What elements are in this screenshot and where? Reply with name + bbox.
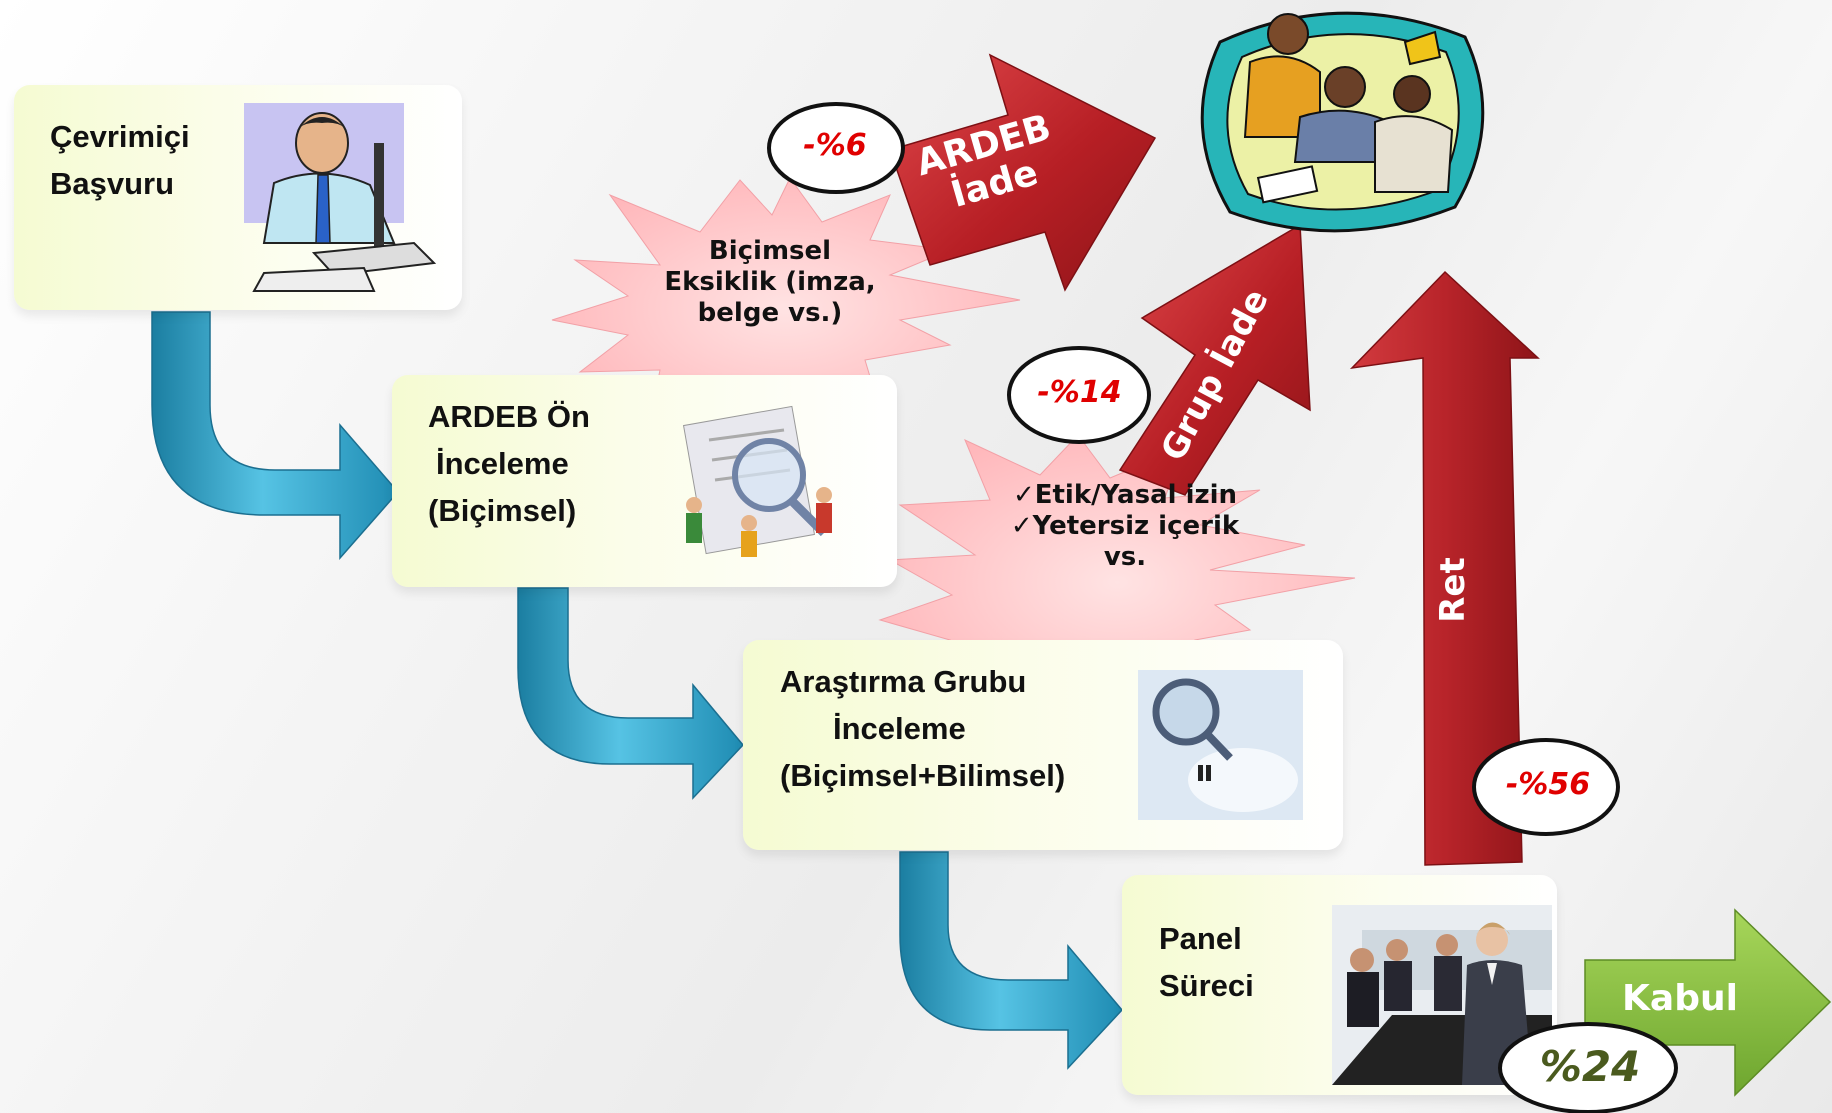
step-ardeb-pre-review: ARDEB Ön İnceleme (Biçimsel): [392, 375, 897, 587]
rejection-percent: -%56: [1505, 767, 1591, 802]
step-panel-process-line2: Süreci: [1159, 968, 1254, 1003]
ethics-content-line1: ✓Etik/Yasal izin: [1012, 480, 1238, 510]
magnifier-people-icon: [1138, 670, 1303, 820]
ethics-content-text: ✓Etik/Yasal izin ✓Yetersiz içerik vs.: [990, 480, 1260, 573]
step-ardeb-pre-review-line2: İnceleme: [436, 446, 569, 481]
ardeb-return-arrow: [889, 53, 1157, 292]
ethics-content-line2: ✓Yetersiz içerik: [1010, 511, 1240, 541]
group-return-arrow: [1118, 223, 1311, 496]
step-research-group-review: Araştırma Grubu İnceleme (Biçimsel+Bilim…: [743, 640, 1343, 850]
step-online-application-line2: Başvuru: [50, 166, 175, 201]
connector-arrow-1: [151, 311, 399, 560]
formal-deficiency-line1: Biçimsel: [708, 236, 832, 266]
ardeb-return-oval: [767, 102, 905, 194]
step-research-group-review-line1: Araştırma Grubu: [780, 664, 1027, 699]
acceptance-percent: %24: [1539, 1042, 1641, 1091]
rejection-oval: [1472, 738, 1620, 836]
committee-meeting-icon: [1200, 11, 1485, 233]
step-panel-process-line1: Panel: [1159, 921, 1242, 956]
group-return-percent: -%14: [1037, 375, 1122, 410]
step-online-application-line1: Çevrimiçi: [50, 119, 190, 154]
step-research-group-review-line2: İnceleme: [833, 711, 966, 746]
connector-arrow-3: [899, 851, 1124, 1070]
step-ardeb-pre-review-line3: (Biçimsel): [428, 493, 577, 528]
typing-man-icon: [244, 103, 437, 292]
step-research-group-review-line3: (Biçimsel+Bilimsel): [780, 758, 1066, 793]
ardeb-return-percent: -%6: [803, 128, 867, 163]
step-online-application: Çevrimiçi Başvuru: [14, 85, 462, 310]
group-return-oval: [1007, 346, 1151, 444]
step-ardeb-pre-review-line1: ARDEB Ön: [428, 399, 590, 434]
ethics-content-line3: vs.: [1103, 542, 1147, 572]
formal-deficiency-text: Biçimsel Eksiklik (imza, belge vs.): [650, 236, 890, 329]
formal-deficiency-line2: Eksiklik (imza,: [664, 267, 876, 297]
acceptance-label: Kabul: [1622, 978, 1738, 1019]
formal-deficiency-line3: belge vs.): [697, 298, 843, 328]
document-magnifier-team-icon: [682, 405, 832, 557]
acceptance-oval: [1498, 1022, 1678, 1113]
connector-arrow-2: [517, 587, 745, 800]
